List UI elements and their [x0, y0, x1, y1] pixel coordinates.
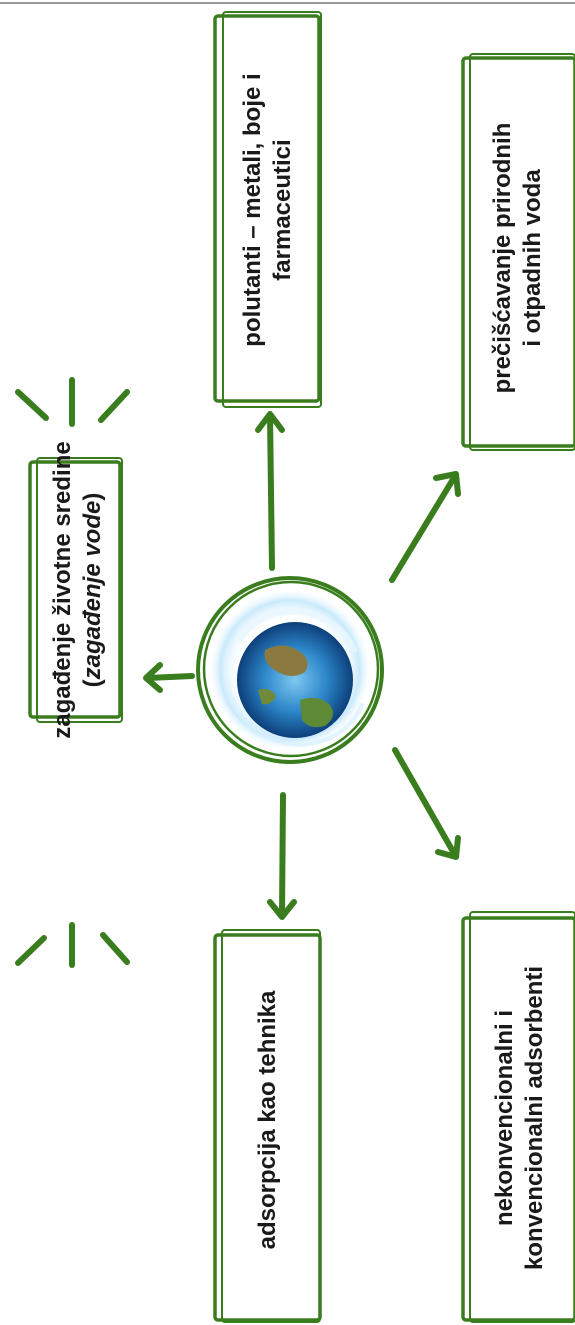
box-adsorbents: [461, 911, 575, 1323]
adsorbents-label-line2: konvencionalni adsorbenti: [521, 965, 548, 1271]
purification-label: prečišćavanje prirodnih i otpadnih voda: [488, 123, 548, 394]
emphasis-lines-bottom: [15, 922, 130, 968]
purification-label-line1: prečišćavanje prirodnih: [489, 122, 516, 394]
globe-water-icon: [230, 609, 364, 748]
pollution-label-italic: zagađenje vode: [79, 500, 106, 680]
box-purification: [461, 53, 575, 451]
pollution-label-line1: zagađenje životne sredine: [49, 441, 76, 739]
box-adsorption: [213, 929, 322, 1323]
arrow-to-pollution: [143, 662, 195, 693]
box-pollution: [28, 457, 123, 723]
adsorbents-label: nekonvencionalni i konvencionalni adsorb…: [490, 966, 550, 1270]
box-pollutants: [213, 11, 322, 408]
pollution-label-line2: (zagađenje vode): [79, 492, 106, 688]
pollutants-label-line1: polutanti – metali, boje i: [239, 73, 266, 347]
pollution-label: zagađenje životne sredine (zagađenje vod…: [48, 441, 108, 738]
adsorbents-label-line1: nekonvencionalni i: [491, 1009, 518, 1227]
pollutants-label: polutanti – metali, boje i farmaceutici: [238, 73, 298, 346]
purification-label-line2: i otpadnih voda: [519, 169, 546, 347]
emphasis-lines-top: [15, 377, 130, 427]
arrow-to-purification: [389, 471, 461, 583]
arrow-to-adsorbents: [392, 747, 461, 860]
adsorption-label: adsorpcija kao tehnika: [253, 991, 283, 1250]
adsorption-label-line1: adsorpcija kao tehnika: [254, 990, 281, 1250]
pollutants-label-line2: farmaceutici: [269, 139, 296, 281]
arrow-to-adsorption: [267, 792, 297, 920]
center-globe: [196, 576, 384, 764]
arrow-to-pollutants: [255, 411, 285, 571]
